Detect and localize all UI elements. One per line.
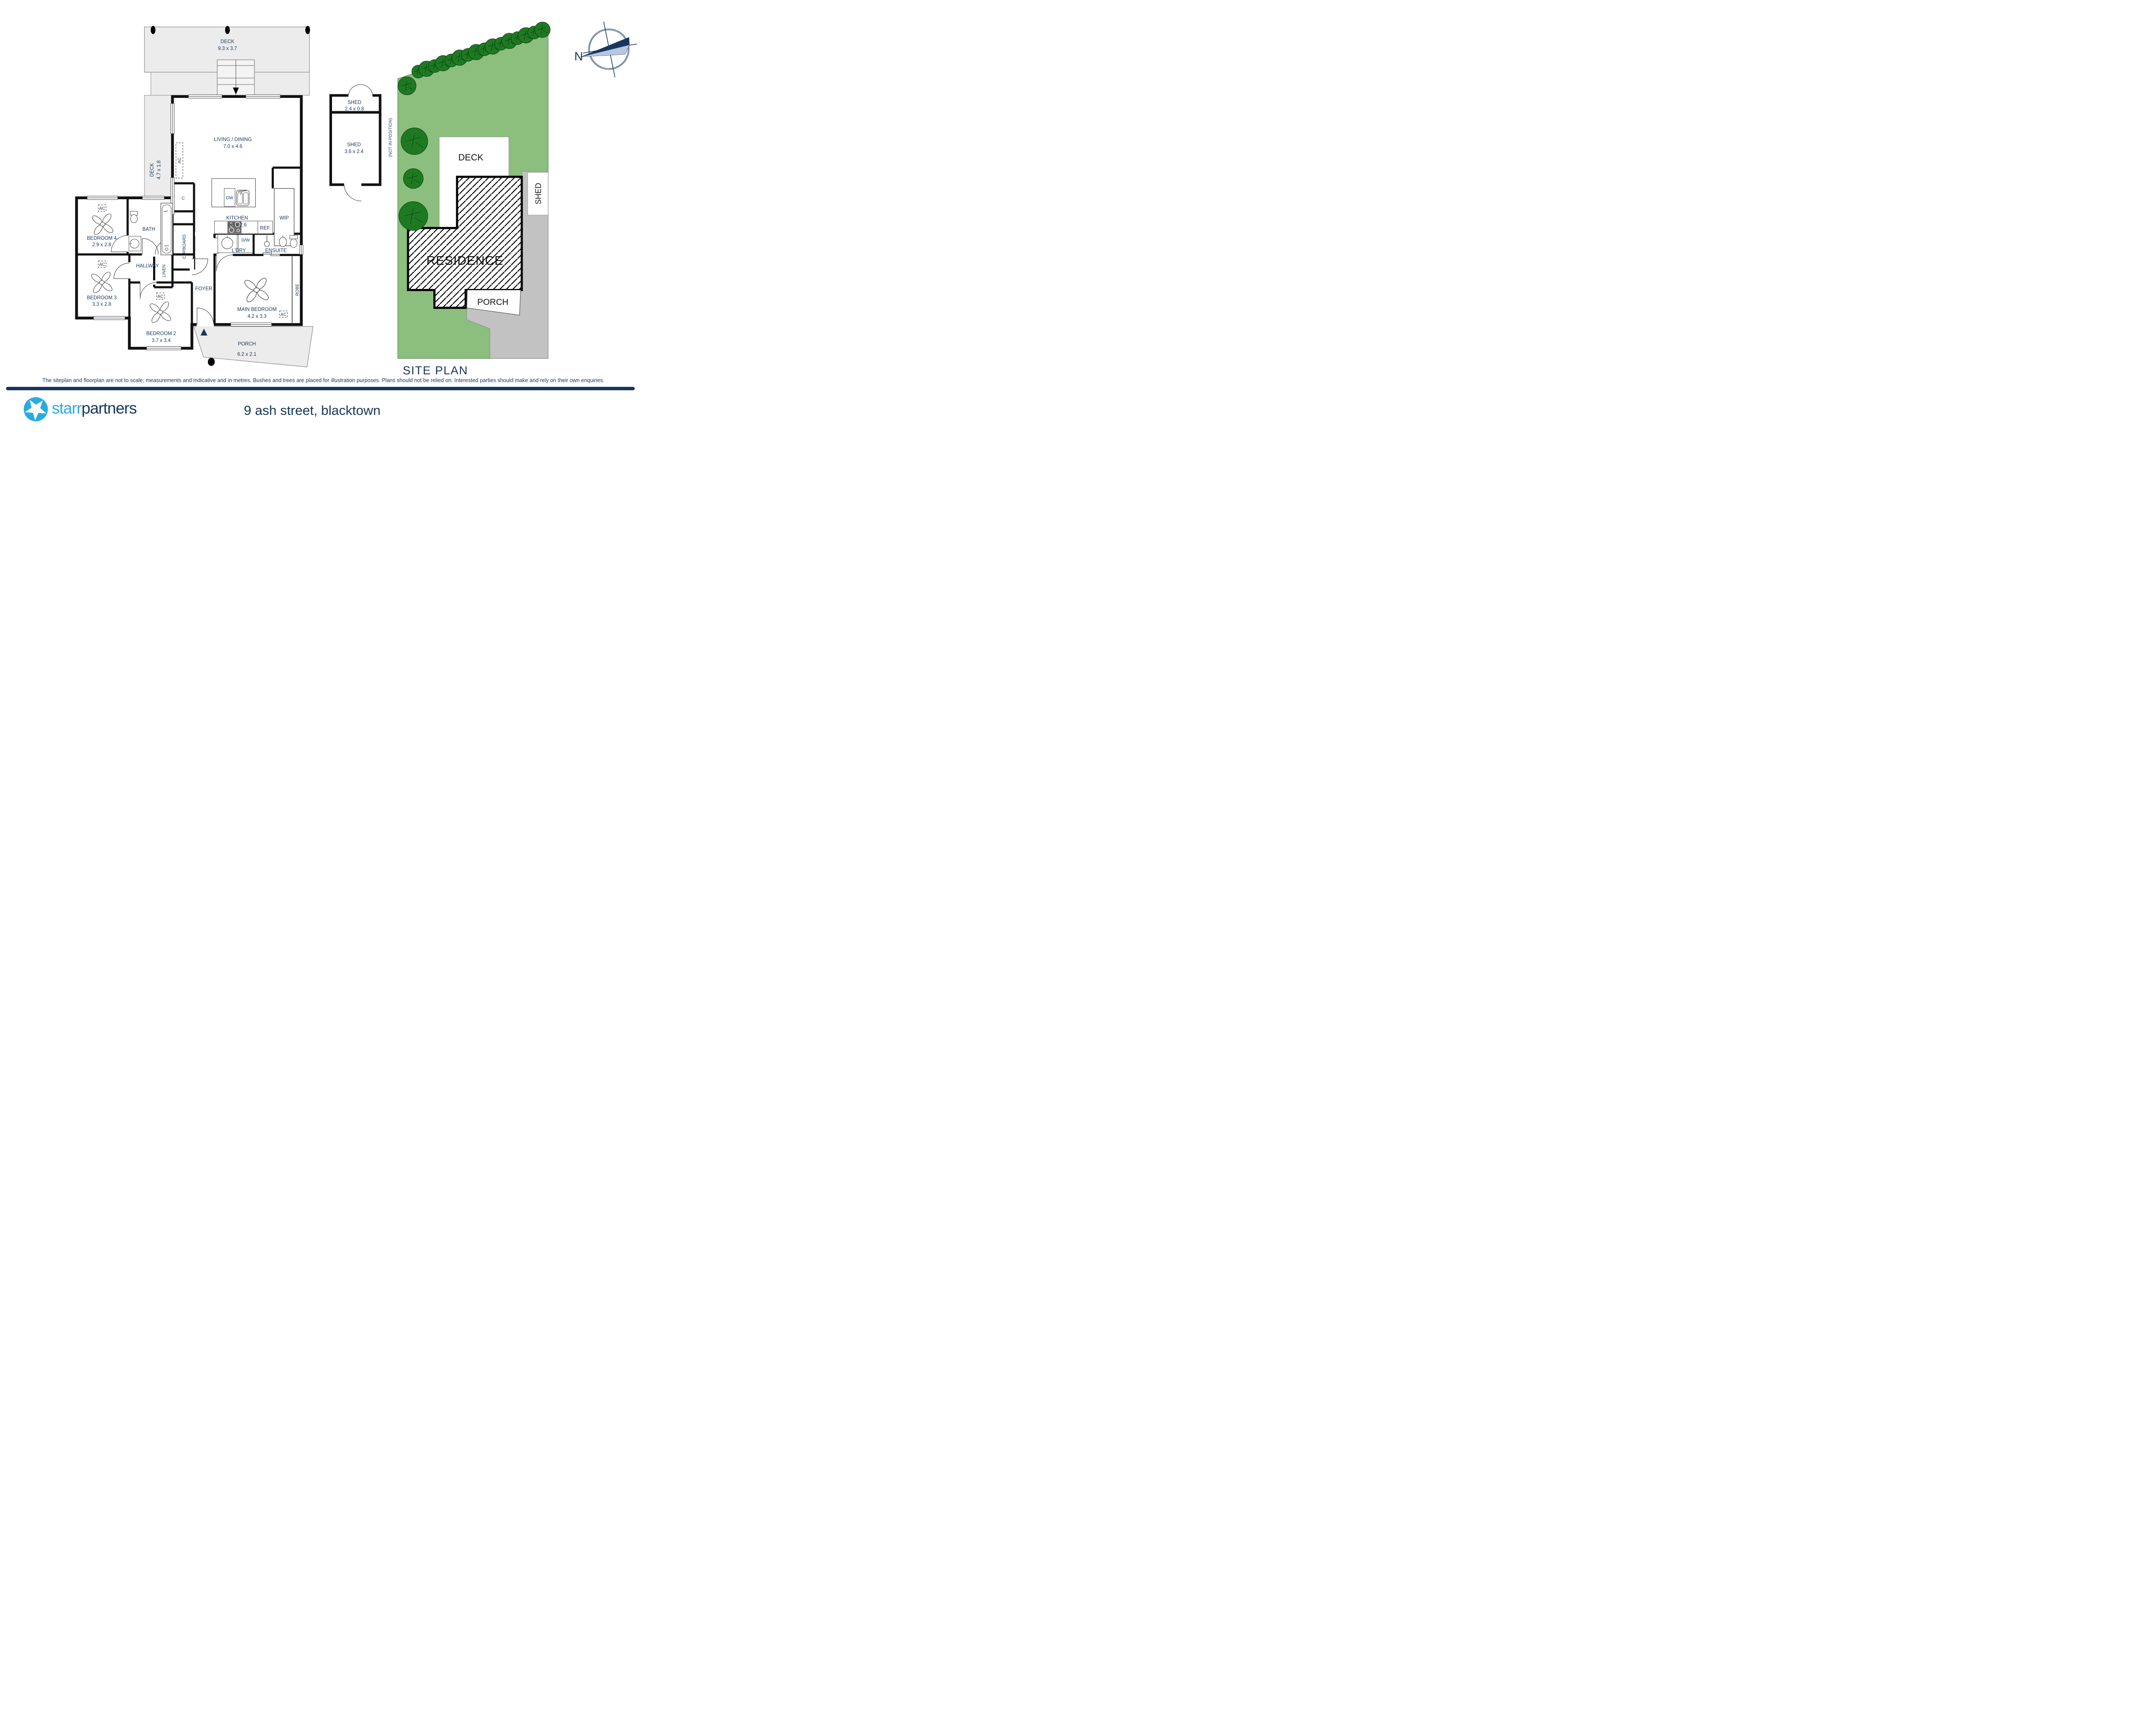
living-label: LIVING / DINING (214, 137, 252, 142)
deck-post (225, 26, 230, 34)
shed-note-label: (NOT IN POSITION) (389, 118, 393, 157)
tree-icon (534, 22, 551, 38)
shed-top-dims: 2.4 x 0.8 (345, 107, 364, 112)
washer-box (238, 234, 253, 253)
site-residence (407, 176, 523, 309)
toilet-icon (130, 211, 138, 223)
shower-icon (264, 235, 270, 247)
floorplan-labels: LIVING / DINING 7.0 x 4.6 KITCHEN 4.8 x … (87, 137, 300, 357)
shed-main-label: SHED (347, 142, 361, 147)
robe-label: ROBE (295, 284, 300, 296)
dishwasher-label: DW (226, 196, 233, 201)
site-shed (527, 172, 548, 216)
divider-bar (6, 387, 635, 390)
windows (87, 94, 304, 350)
fridge-label: REF. (260, 226, 271, 231)
tree-branches (401, 81, 413, 91)
property-address: 9 ash street, blacktown (244, 403, 381, 418)
sink-icon (236, 190, 250, 206)
wip-label: WIP (279, 216, 289, 221)
brand-starr: starr (52, 399, 82, 417)
shed-top-label: SHED (348, 100, 361, 105)
linen-label: LINEN (162, 264, 167, 277)
tree-icon (403, 168, 423, 189)
entry-arrow-icon (201, 329, 207, 336)
bedroom4-dims: 2.9 x 2.8 (92, 242, 111, 248)
bedroom4-label: BEDROOM 4 (87, 236, 117, 241)
brand-logo (22, 396, 50, 426)
sliding-door (263, 252, 280, 256)
kitchen-fixtures: REF. DW (211, 178, 295, 246)
porch-floor (193, 326, 313, 367)
site-residence-label: RESIDENCE (426, 254, 503, 268)
washer-label: D/W (241, 238, 250, 243)
hallway-label: HALLWAY (136, 263, 159, 269)
closet-label: C (182, 196, 185, 201)
tree-icon (398, 76, 417, 95)
site-plan-title: SITE PLAN (403, 364, 468, 377)
deck-post (150, 26, 156, 34)
deck-stairs-icon (217, 60, 255, 96)
basin-icon (279, 237, 287, 247)
laundry-tub-icon (221, 237, 233, 249)
porch-dims: 6.2 x 2.1 (237, 352, 256, 357)
ac-label: AC (281, 313, 287, 317)
tree-branches (406, 134, 423, 149)
star-logo-icon (24, 397, 48, 421)
bedroom3-label: BEDROOM 3 (87, 295, 116, 301)
foyer-label: FOYER (195, 286, 213, 292)
deck-side-dims: 4.7 x 1.8 (157, 160, 162, 179)
laundry-label: L'DRY (232, 248, 246, 254)
ac-label: AC (157, 295, 163, 299)
brand-partners: partners (81, 399, 137, 417)
porch-post (208, 358, 215, 366)
compass: N (574, 21, 637, 78)
tree-branches (404, 208, 423, 224)
bedroom3-dims: 3.3 x 2.8 (92, 302, 111, 307)
compass-needle-light (580, 44, 630, 57)
bedroom2-label: BEDROOM 2 (146, 331, 176, 336)
ac-label: AC (178, 157, 182, 163)
bathtub-icon (160, 203, 173, 255)
tree-branches (407, 173, 420, 184)
ac-units (98, 142, 288, 318)
living-dims: 7.0 x 4.6 (223, 144, 242, 149)
site-porch (466, 289, 521, 316)
kitchen-dims: 4.8 x 2.6 (228, 223, 247, 228)
deck-top-dims: 9.3 x 3.7 (218, 46, 237, 51)
deck-post (305, 26, 310, 34)
disclaimer-text: The siteplan and floorplan are not to sc… (42, 377, 605, 383)
porch-label: PORCH (238, 342, 256, 347)
main-bedroom-dims: 4.2 x 3.3 (248, 314, 266, 319)
tree-icon (398, 201, 428, 231)
shed-main-dims: 3.6 x 2.4 (345, 149, 364, 154)
compass-n-label: N (574, 50, 583, 63)
bath-fixtures (128, 203, 173, 255)
floorplan-page: DECK 9.3 x 3.7 DECK 4.7 x 1.8 (0, 0, 647, 431)
tree-icon (401, 128, 428, 155)
bedroom2-dims: 3.7 x 3.4 (152, 338, 171, 343)
cooktop-icon (227, 221, 241, 233)
ac-label: AC (99, 263, 105, 267)
site-plan: DECK RESIDENCE PORCH SHED SITE PLAN (398, 22, 551, 377)
plan-canvas: DECK 9.3 x 3.7 DECK 4.7 x 1.8 (75, 21, 637, 377)
kitchen-label: KITCHEN (226, 216, 248, 221)
brand-name: starrpartners (52, 399, 137, 417)
site-porch-label: PORCH (477, 298, 508, 307)
deck-side-label: DECK (150, 163, 155, 177)
main-bedroom-label: MAIN BEDROOM (237, 307, 276, 312)
bath-label: BATH (142, 227, 155, 232)
site-shed-label: SHED (534, 183, 543, 204)
cupboard-label: CUPBOARD (182, 235, 187, 259)
tree-branches (538, 25, 548, 34)
site-deck-label: DECK (458, 153, 483, 163)
laundry-ensuite-fixtures: D/W (217, 234, 298, 253)
shed-floorplan: SHED 2.4 x 0.8 SHED 3.6 x 2.4 (NOT IN PO… (329, 84, 393, 201)
site-trees (398, 22, 551, 231)
ensuite-label: ENSUITE (265, 248, 287, 254)
deck-top-label: DECK (221, 39, 235, 44)
compass-needle-dark (580, 37, 630, 57)
ac-label: AC (99, 207, 105, 211)
toilet-icon (289, 235, 298, 248)
